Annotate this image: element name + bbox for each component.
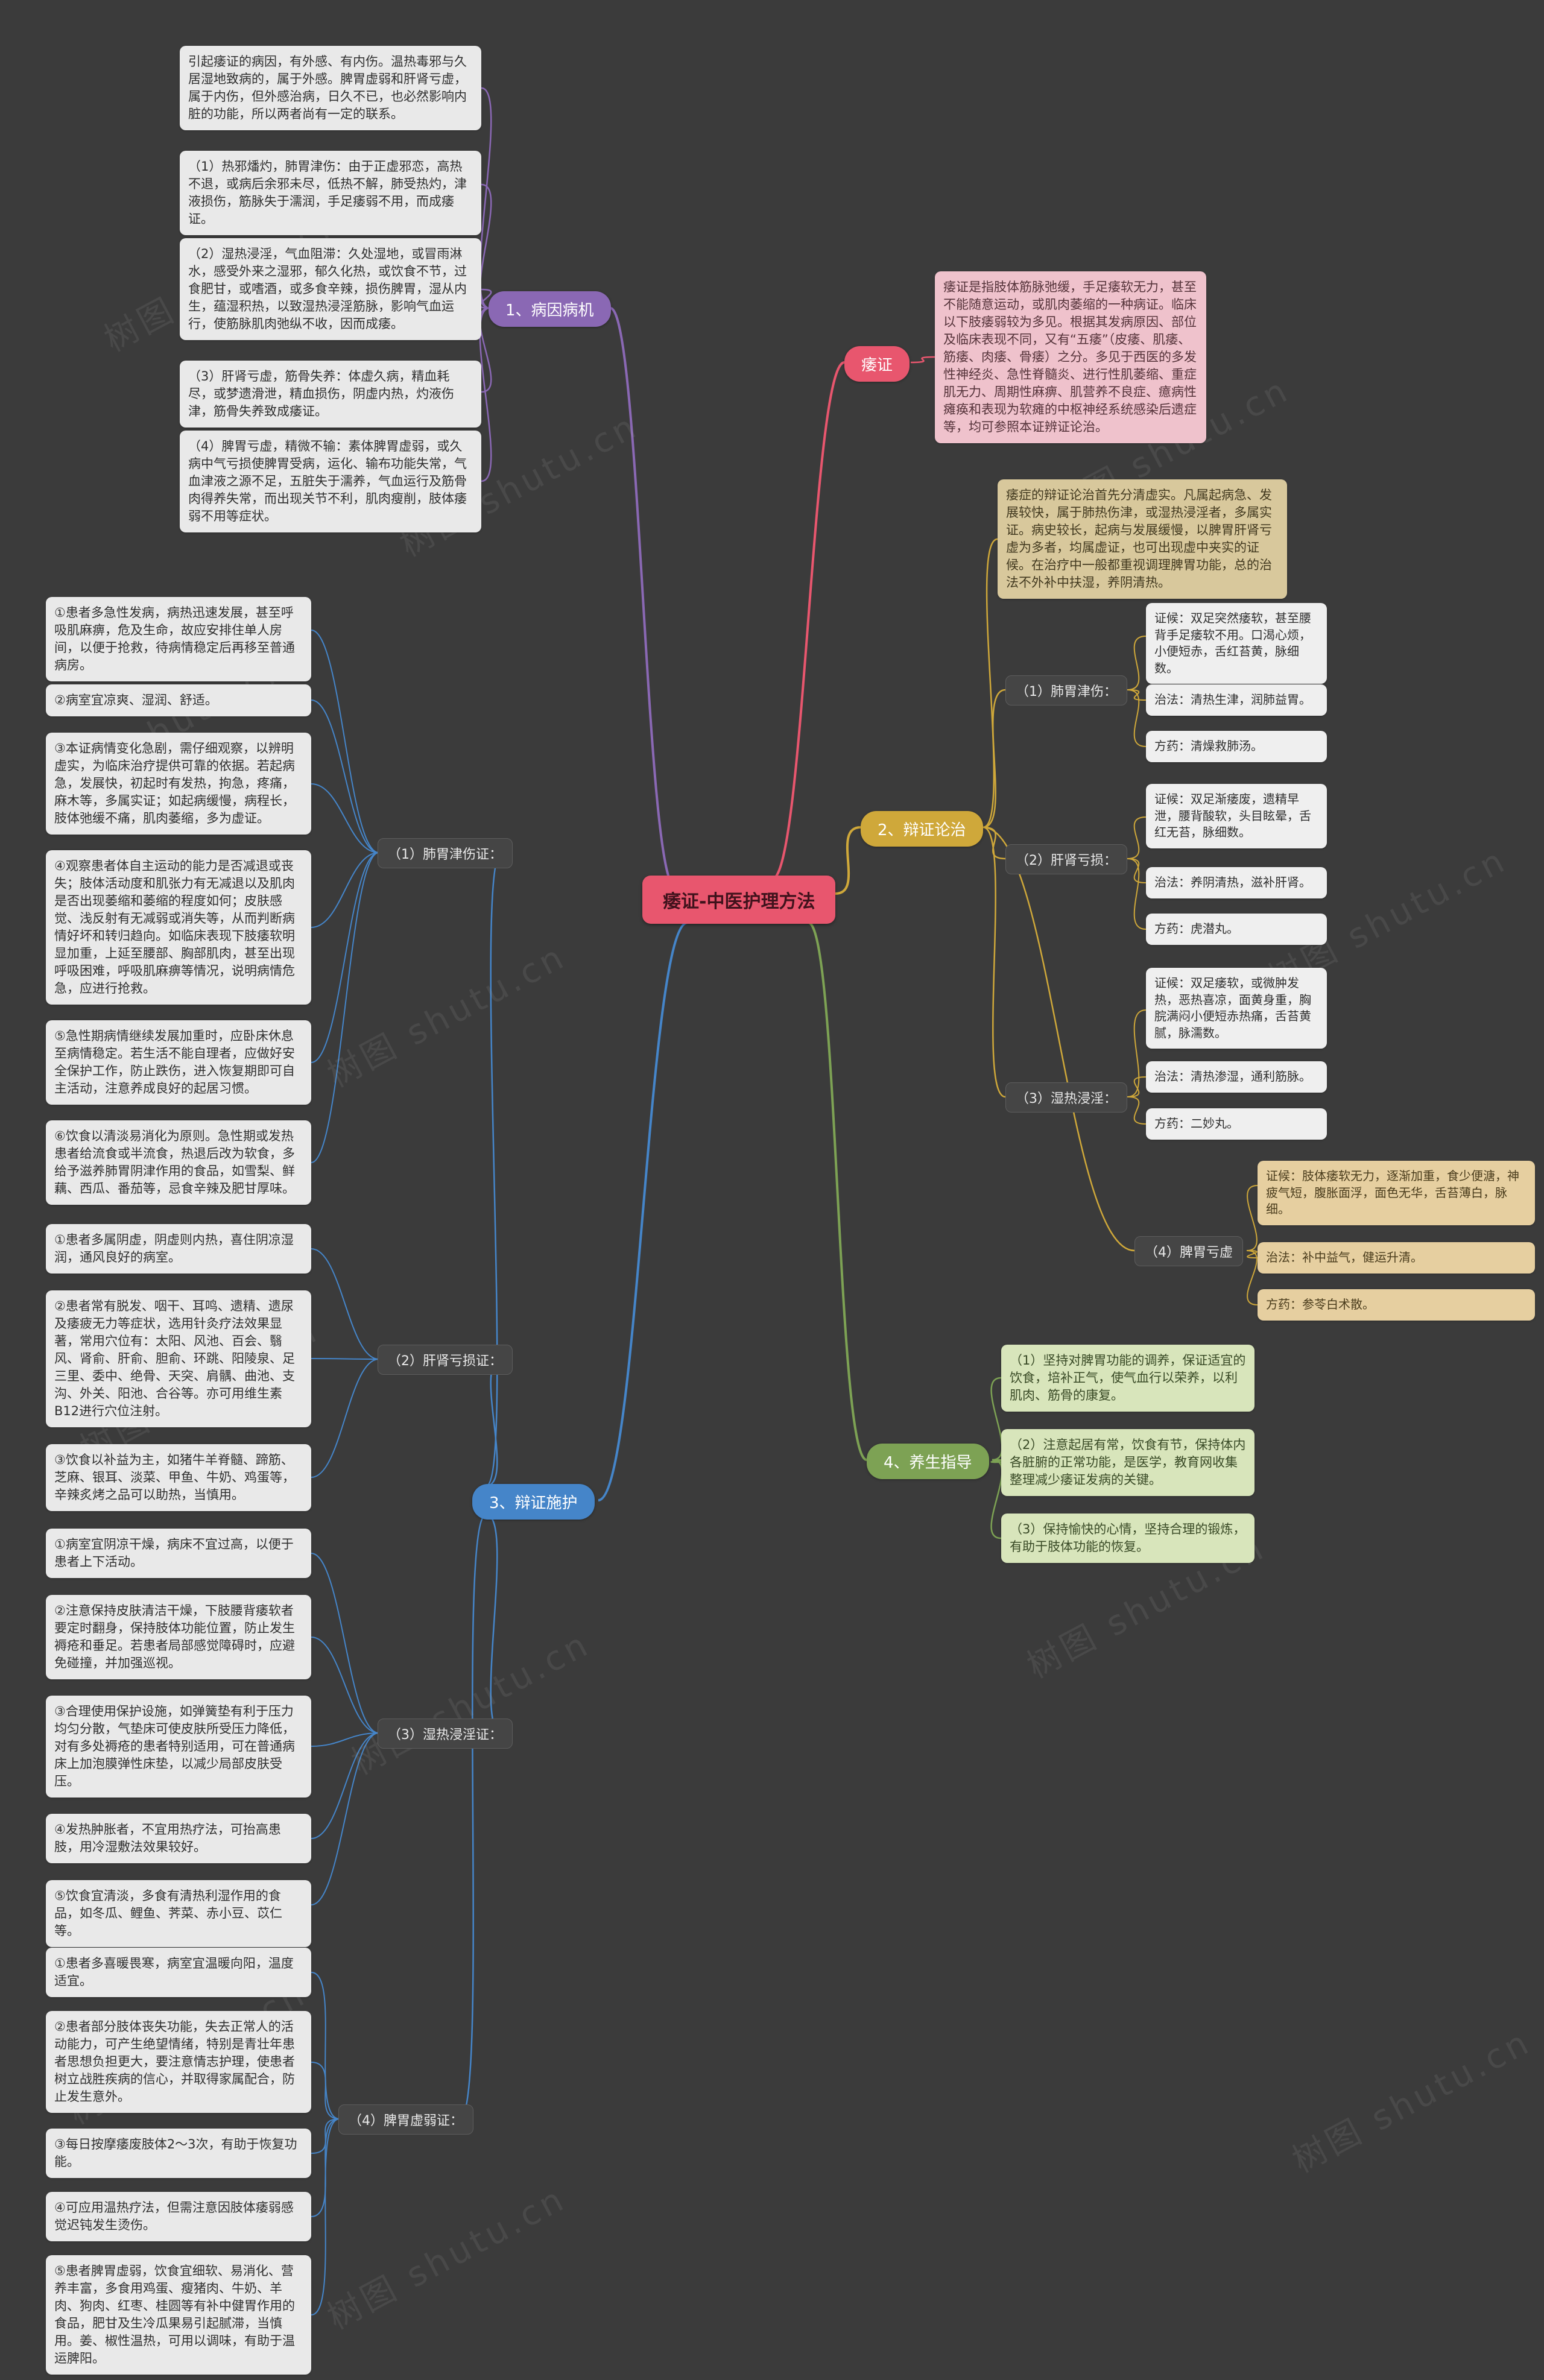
lunzhi-item-4-fangyao[interactable]: 方药：参苓白术散。 [1258, 1289, 1535, 1321]
cause-item-2[interactable]: （2）湿热浸淫，气血阻滞：久处湿地，或冒雨淋水，感受外来之湿邪，郁久化热，或饮食… [180, 238, 481, 340]
lunzhi-item-4-label[interactable]: （4）脾胃亏虚 [1134, 1236, 1243, 1266]
lunzhi-item-1-fangyao[interactable]: 方药：清燥救肺汤。 [1146, 731, 1327, 762]
shihu-s4-box-3[interactable]: ③每日按摩痿废肢体2～3次，有助于恢复功能。 [46, 2129, 311, 2178]
lunzhi-item-3-zhenghou[interactable]: 证候：双足痿软，或微肿发热，恶热喜凉，面黄身重，胸脘满闷小便短赤热痛，舌苔黄腻，… [1146, 968, 1327, 1049]
shihu-s3-box-1[interactable]: ①病室宜阴凉干燥，病床不宜过高，以便于患者上下活动。 [46, 1529, 311, 1578]
shihu-section-1-label[interactable]: （1）肺胃津伤证： [378, 838, 513, 868]
cause-overview[interactable]: 引起痿证的病因，有外感、有内伤。温热毒邪与久居湿地致病的，属于外感。脾胃虚弱和肝… [180, 46, 481, 130]
lunzhi-item-4-zhenghou[interactable]: 证候：肢体痿软无力，逐渐加重，食少便溏，神疲气短，腹胀面浮，面色无华，舌苔薄白，… [1258, 1161, 1535, 1225]
yangsheng-item-3[interactable]: （3）保持愉快的心情，坚持合理的锻炼，有助于肢体功能的恢复。 [1001, 1514, 1254, 1563]
shihu-s1-box-6[interactable]: ⑥饮食以清淡易消化为原则。急性期或发热患者给流食或半流食，热退后改为软食，多给予… [46, 1120, 311, 1205]
shihu-s2-box-3[interactable]: ③饮食以补益为主，如猪牛羊脊髓、蹄筋、芝麻、银耳、淡菜、甲鱼、牛奶、鸡蛋等，辛辣… [46, 1444, 311, 1511]
branch-lunzhi[interactable]: 2、辩证论治 [861, 811, 983, 847]
shihu-s4-box-5[interactable]: ⑤患者脾胃虚弱，饮食宜细软、易消化、营养丰富，多食用鸡蛋、瘦猪肉、牛奶、羊肉、狗… [46, 2255, 311, 2375]
shihu-s2-box-1[interactable]: ①患者多属阴虚，阴虚则内热，喜住阴凉湿润，通风良好的病室。 [46, 1224, 311, 1274]
shihu-s1-box-5[interactable]: ⑤急性期病情继续发展加重时，应卧床休息至病情稳定。若生活不能自理者，应做好安全保… [46, 1020, 311, 1105]
lunzhi-item-1-zhifa[interactable]: 治法：清热生津，润肺益胃。 [1146, 684, 1327, 716]
lunzhi-item-3-fangyao[interactable]: 方药：二妙丸。 [1146, 1108, 1327, 1140]
lunzhi-item-2-zhifa[interactable]: 治法：养阴清热，滋补肝肾。 [1146, 867, 1327, 898]
shihu-s3-box-2[interactable]: ②注意保持皮肤清洁干燥，下肢腰背痿软者要定时翻身，保持肢体功能位置，防止发生褥疮… [46, 1595, 311, 1679]
lunzhi-item-3-zhifa[interactable]: 治法：清热渗湿，通利筋脉。 [1146, 1061, 1327, 1093]
shihu-section-4-label[interactable]: （4）脾胃虚弱证： [338, 2104, 473, 2135]
lunzhi-item-2-label[interactable]: （2）肝肾亏损： [1005, 844, 1127, 874]
shihu-s4-box-4[interactable]: ④可应用温热疗法，但需注意因肢体痿弱感觉迟钝发生烫伤。 [46, 2192, 311, 2241]
lunzhi-intro[interactable]: 痿症的辩证论治首先分清虚实。凡属起病急、发展较快，属于肺热伤津，或湿热浸淫者，多… [998, 479, 1287, 599]
branch-cause[interactable]: 1、病因病机 [489, 291, 611, 327]
shihu-section-2-label[interactable]: （2）肝肾亏损证： [378, 1345, 513, 1375]
yangsheng-item-1[interactable]: （1）坚持对脾胃功能的调养，保证适宜的饮食，培补正气，使气血行以荣养，以利肌肉、… [1001, 1345, 1254, 1412]
lunzhi-item-3-label[interactable]: （3）湿热浸淫： [1005, 1082, 1127, 1113]
branch-shihu[interactable]: 3、辩证施护 [472, 1484, 595, 1520]
shihu-s2-box-2[interactable]: ②患者常有脱发、咽干、耳鸣、遗精、遗尿及痿疲无力等症状，选用针灸疗法效果显著，常… [46, 1290, 311, 1427]
lunzhi-item-4-zhifa[interactable]: 治法：补中益气，健运升清。 [1258, 1242, 1535, 1274]
shihu-s1-box-1[interactable]: ①患者多急性发病，病热迅速发展，甚至呼吸肌麻痹，危及生命，故应安排住单人房间，以… [46, 597, 311, 681]
shihu-s4-box-2[interactable]: ②患者部分肢体丧失功能，失去正常人的活动能力，可产生绝望情绪，特别是青壮年患者思… [46, 2011, 311, 2113]
cause-item-1[interactable]: （1）热邪燔灼，肺胃津伤：由于正虚邪恋，高热不退，或病后余邪未尽，低热不解，肺受… [180, 151, 481, 235]
shihu-s1-box-4[interactable]: ④观察患者体自主运动的能力是否减退或丧失；肢体活动度和肌张力有无减退以及肌肉是否… [46, 850, 311, 1005]
cause-item-3[interactable]: （3）肝肾亏虚，筋骨失养：体虚久病，精血耗尽，或梦遗滑泄，精血损伤，阴虚内热，灼… [180, 361, 481, 428]
central-topic[interactable]: 痿证-中医护理方法 [642, 876, 836, 924]
shihu-s3-box-3[interactable]: ③合理使用保护设施，如弹簧垫有利于压力均匀分散，气垫床可使皮肤所受压力降低，对有… [46, 1696, 311, 1798]
shihu-s4-box-1[interactable]: ①患者多喜暖畏寒，病室宜温暖向阳，温度适宜。 [46, 1948, 311, 1997]
shihu-s3-box-5[interactable]: ⑤饮食宜清淡，多食有清热利湿作用的食品，如冬瓜、鲤鱼、荠菜、赤小豆、苡仁等。 [46, 1880, 311, 1947]
yangsheng-item-2[interactable]: （2）注意起居有常，饮食有节，保持体内各脏腑的正常功能，是医学，教育网收集整理减… [1001, 1429, 1254, 1496]
weizheng-definition[interactable]: 痿证是指肢体筋脉弛缓，手足痿软无力，甚至不能随意运动，或肌肉萎缩的一种病证。临床… [935, 271, 1206, 443]
lunzhi-item-1-zhenghou[interactable]: 证候：双足突然痿软，甚至腰背手足痿软不用。口渴心烦，小便短赤，舌红苔黄，脉细数。 [1146, 603, 1327, 684]
lunzhi-item-2-fangyao[interactable]: 方药：虎潜丸。 [1146, 914, 1327, 945]
lunzhi-item-2-zhenghou[interactable]: 证候：双足渐痿废，遗精早泄，腰背酸软，头目眩晕，舌红无苔，脉细数。 [1146, 784, 1327, 848]
lunzhi-item-1-label[interactable]: （1）肺胃津伤： [1005, 675, 1127, 705]
branch-yangsheng[interactable]: 4、养生指导 [867, 1444, 989, 1479]
branch-weizheng[interactable]: 痿证 [844, 346, 910, 382]
shihu-s1-box-3[interactable]: ③本证病情变化急剧，需仔细观察，以辨明虚实，为临床治疗提供可靠的依据。若起病急，… [46, 733, 311, 835]
shihu-s3-box-4[interactable]: ④发热肿胀者，不宜用热疗法，可抬高患肢，用冷湿敷法效果较好。 [46, 1814, 311, 1863]
cause-item-4[interactable]: （4）脾胃亏虚，精微不输：素体脾胃虚弱，或久病中气亏损使脾胃受病，运化、输布功能… [180, 431, 481, 532]
shihu-s1-box-2[interactable]: ②病室宜凉爽、湿润、舒适。 [46, 684, 311, 716]
shihu-section-3-label[interactable]: （3）湿热浸淫证： [378, 1719, 513, 1749]
